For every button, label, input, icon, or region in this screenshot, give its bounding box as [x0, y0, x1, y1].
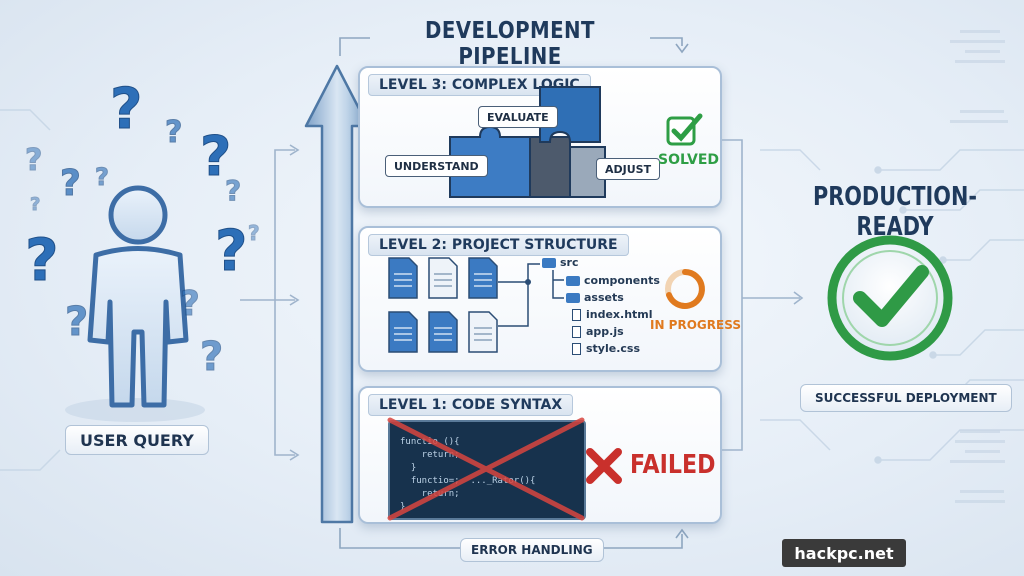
tree-app: app.js [572, 325, 624, 338]
top-loop-arrow [339, 37, 689, 56]
svg-text:?: ? [95, 163, 109, 191]
svg-text:?: ? [30, 194, 40, 215]
success-check-badge-icon [827, 235, 953, 361]
error-handling-label: ERROR HANDLING [460, 538, 604, 562]
svg-text:?: ? [215, 219, 247, 284]
svg-text:?: ? [25, 226, 59, 294]
file-icon [572, 325, 581, 338]
input-arrows [240, 144, 300, 461]
in-progress-ring-icon [665, 269, 705, 309]
svg-text:?: ? [248, 221, 260, 245]
tree-style: style.css [572, 342, 640, 355]
file-icon [572, 308, 581, 321]
tree-connectors [498, 263, 564, 327]
folder-icon [542, 257, 556, 268]
successful-deployment-label: SUCCESSFUL DEPLOYMENT [800, 384, 1012, 412]
code-line: } [400, 463, 417, 473]
tree-index: index.html [572, 308, 653, 321]
bottom-loop-arrow [339, 528, 689, 549]
user-figure-icon [65, 185, 205, 422]
svg-text:?: ? [200, 334, 223, 380]
question-marks-icon: ? ? ? ? ? ? ? ? ? ? ? ? ? ? [25, 80, 261, 381]
page-title: DEVELOPMENT PIPELINE [425, 18, 595, 70]
level-1-status: FAILED [630, 450, 716, 480]
code-line: functio (){ [400, 436, 574, 449]
code-line: } [400, 502, 406, 512]
svg-text:?: ? [65, 299, 88, 345]
folder-icon [566, 275, 580, 286]
tag-understand: UNDERSTAND [385, 155, 488, 177]
document-icons [388, 257, 498, 353]
puzzle-pieces-icon [449, 86, 606, 198]
file-icon [572, 342, 581, 355]
production-ready-title: PRODUCTION-READY [812, 182, 978, 242]
code-line: functio=; ..._Rator(){ [400, 475, 574, 488]
output-connectors [722, 139, 804, 451]
cross-out-icon [387, 417, 585, 521]
svg-text:?: ? [25, 143, 42, 178]
watermark: hackpc.net [782, 539, 906, 567]
svg-text:?: ? [60, 163, 81, 204]
svg-text:?: ? [180, 284, 200, 324]
level-2-panel: LEVEL 2: PROJECT STRUCTURE [358, 226, 722, 372]
tree-components: components [566, 274, 660, 287]
svg-text:?: ? [200, 125, 231, 188]
level-2-title: LEVEL 2: PROJECT STRUCTURE [368, 234, 629, 256]
tag-evaluate: EVALUATE [478, 106, 558, 128]
failed-x-icon [586, 448, 622, 484]
user-query-label: USER QUERY [65, 425, 209, 455]
tag-adjust: ADJUST [596, 158, 661, 180]
code-line: return; [400, 450, 460, 460]
level-3-title: LEVEL 3: COMPLEX LOGIC [368, 74, 591, 96]
checkbox-check-icon [666, 113, 703, 146]
svg-text:?: ? [165, 115, 182, 150]
tree-assets: assets [566, 291, 624, 304]
level-1-title: LEVEL 1: CODE SYNTAX [368, 394, 574, 416]
level-2-status: IN PROGRESS [650, 318, 741, 332]
folder-icon [566, 292, 580, 303]
level-3-status: SOLVED [658, 152, 719, 168]
tree-src: src [542, 256, 579, 269]
svg-text:?: ? [110, 80, 142, 142]
svg-text:?: ? [225, 174, 241, 207]
